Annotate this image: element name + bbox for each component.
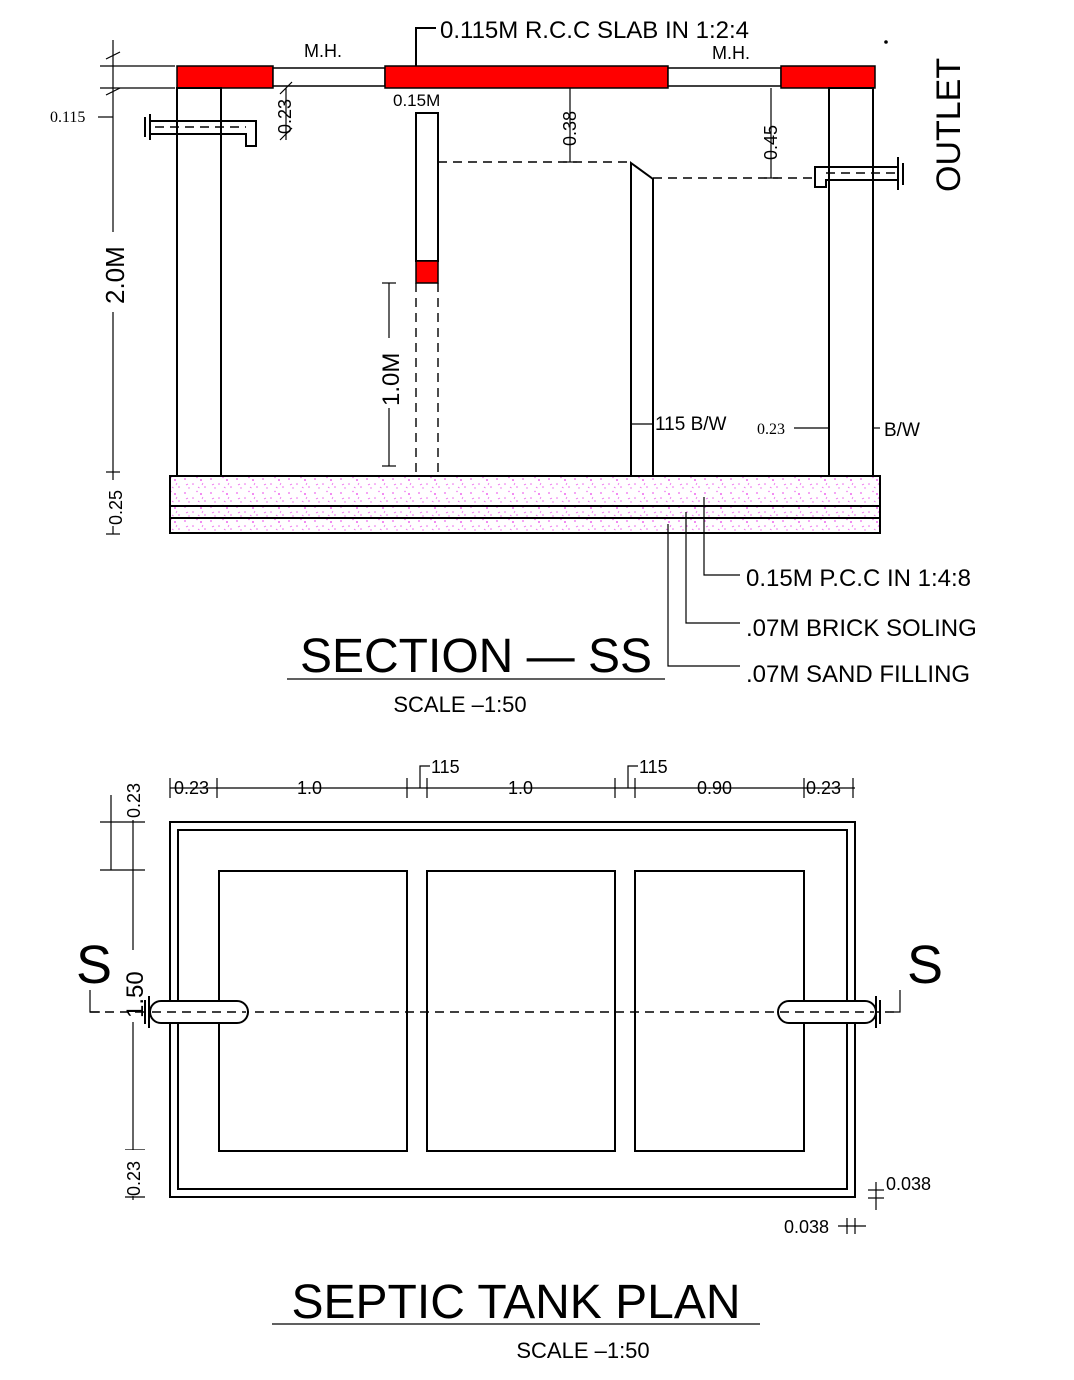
dim-baffle-thickness: 0.15M bbox=[393, 91, 440, 110]
layer-sand-label: .07M SAND FILLING bbox=[746, 661, 970, 688]
plaster-dim-vertical: 0.038 bbox=[886, 1174, 931, 1194]
layer-pcc-label: 0.15M P.C.C IN 1:4:8 bbox=[746, 565, 971, 592]
layer-brick-label: .07M BRICK SOLING bbox=[746, 615, 977, 642]
plaster-dim-horizontal: 0.038 bbox=[784, 1217, 829, 1237]
dim-slab-thickness: 0.115 bbox=[50, 109, 85, 126]
dim-inlet-drop: 0.23 bbox=[275, 99, 295, 134]
dim-wall-115: 115 B/W bbox=[655, 414, 727, 435]
plan-title: SEPTIC TANK PLAN bbox=[291, 1276, 740, 1329]
tank-walls bbox=[176, 87, 874, 477]
plan-dim-right-wall: 0.23 bbox=[806, 778, 841, 798]
plan-scale: SCALE –1:50 bbox=[516, 1338, 649, 1363]
plan-dim-chamber-2: 1.0 bbox=[508, 778, 533, 798]
section-marker-left: S bbox=[76, 935, 112, 995]
dim-wall-023-value: 0.23 bbox=[757, 421, 785, 438]
dim-baffle-depth: 1.0M bbox=[378, 353, 405, 406]
plan-dim-left-wall: 0.23 bbox=[174, 778, 209, 798]
dim-wall-023-tag: B/W bbox=[884, 420, 920, 441]
leader-sand bbox=[667, 524, 740, 667]
manhole-label-right: M.H. bbox=[712, 43, 750, 63]
plan-dim-wall-2: 115 bbox=[639, 757, 668, 777]
plaster-dims bbox=[838, 1182, 884, 1234]
base-layers bbox=[169, 475, 881, 534]
plan-top-dims bbox=[169, 765, 855, 798]
dim-depth: 2.0M bbox=[100, 246, 130, 304]
leader-pcc bbox=[703, 497, 740, 576]
dim-outlet-drop: 0.45 bbox=[761, 125, 781, 160]
slab-label-leader bbox=[415, 27, 436, 66]
plan-dim-top-wall: 0.23 bbox=[124, 783, 144, 818]
manhole-label-left: M.H. bbox=[304, 41, 342, 61]
slab-label: 0.115M R.C.C SLAB IN 1:2:4 bbox=[440, 17, 749, 44]
leader-brick bbox=[685, 512, 740, 624]
section-ss: M.H. M.H. 0.115M R.C.C SLAB IN 1:2:4 bbox=[50, 17, 977, 717]
outlet-label: OUTLET bbox=[930, 58, 968, 192]
plan-dim-chamber-1: 1.0 bbox=[297, 778, 322, 798]
rcc-slab bbox=[176, 65, 876, 89]
section-marker-right: S bbox=[907, 935, 943, 995]
dim-baffle-drop: 0.38 bbox=[560, 111, 580, 146]
plan-outer-wall bbox=[169, 821, 856, 1198]
septic-tank-plan: 0.23 1.0 115 1.0 115 0.90 0.23 0.23 1.50… bbox=[76, 757, 943, 1363]
chamber-2 bbox=[426, 870, 616, 1152]
section-title: SECTION — SS bbox=[300, 630, 652, 683]
plan-dim-bottom-wall: 0.23 bbox=[124, 1161, 144, 1196]
slab-label-dot bbox=[884, 40, 888, 44]
plan-inner-plaster bbox=[177, 829, 848, 1190]
plan-inlet-pipe bbox=[144, 996, 249, 1028]
section-scale: SCALE –1:50 bbox=[393, 692, 526, 717]
inlet-pipe bbox=[144, 114, 257, 147]
plan-outlet-pipe bbox=[777, 996, 881, 1028]
plan-dim-chamber-3: 0.90 bbox=[697, 778, 732, 798]
plan-dim-wall-1: 115 bbox=[431, 757, 460, 777]
outlet-pipe bbox=[814, 157, 904, 190]
dim-base: 0.25 bbox=[106, 490, 126, 525]
